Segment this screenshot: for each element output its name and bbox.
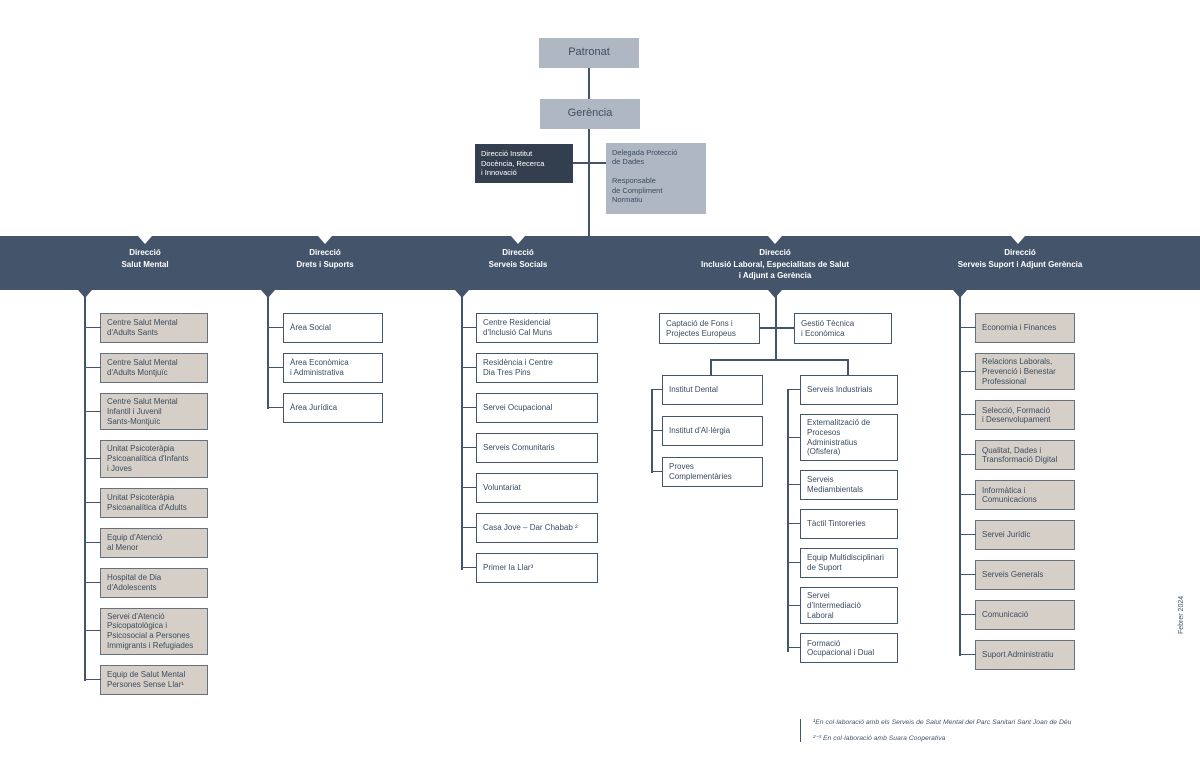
org-box: Servei Ocupacional (462, 393, 598, 423)
direction-label-salut-mental: Direcció Salut Mental (121, 248, 169, 269)
org-box-captacio-fons: Captació de Fons i Projectes Europeus (659, 313, 760, 344)
column-spine (267, 290, 269, 409)
gerencia-box: Gerència (540, 99, 640, 129)
column-spine (461, 290, 463, 570)
footnote-1: ¹En col·laboració amb els Serveis de Sal… (813, 719, 1072, 726)
org-box: Àrea Jurídica (268, 393, 383, 423)
org-box: Suport Administratiu (960, 640, 1075, 671)
org-box: Serveis Comunitaris (462, 433, 598, 463)
column-spine (651, 389, 653, 473)
direction-label-drets-suports: Direcció Drets i Suports (296, 248, 354, 269)
column-spine (959, 290, 961, 656)
org-box: Servei Jurídic (960, 520, 1075, 551)
connector-line (847, 359, 849, 375)
org-box: Qualitat, Dades i Transformació Digital (960, 440, 1075, 471)
notch-triangle-icon (1011, 236, 1025, 244)
column-inclusio-laboral-right: Serveis Industrials Externalització de P… (788, 375, 898, 664)
org-box: Centre Residencial d'Inclusió Cal Muns (462, 313, 598, 343)
org-box: Institut Dental (652, 375, 763, 405)
org-box: Hospital de Dia d'Adolescents (85, 567, 208, 598)
org-box: Unitat Psicoteràpia Psicoanalítica d'Inf… (85, 440, 208, 478)
org-box: Equip d'Atenció al Menor (85, 527, 208, 558)
org-box: Residència i Centre Dia Tres Pins (462, 353, 598, 383)
direction-label-inclusio-laboral: Direcció Inclusió Laboral, Especialitats… (700, 248, 850, 280)
org-box: Àrea Social (268, 313, 383, 343)
connector-line (573, 162, 606, 164)
directions-band (0, 236, 1200, 290)
column-serveis-socials: Centre Residencial d'Inclusió Cal Muns R… (462, 313, 598, 583)
org-box: Formació Ocupacional i Dual (788, 633, 898, 664)
column-inclusio-laboral-left: Institut Dental Institut d'Al·lèrgia Pro… (652, 375, 763, 487)
connector-line (710, 359, 712, 375)
column-spine (787, 389, 789, 652)
column-drets-suports: Àrea Social Àrea Econòmica i Administrat… (268, 313, 383, 423)
org-box: Centre Salut Mental d'Adults Sants (85, 313, 208, 343)
column-spine (84, 290, 86, 681)
org-box-gestio-tecnica: Gestió Tècnica i Econòmica (794, 313, 892, 344)
direction-label-serveis-suport: Direcció Serveis Suport i Adjunt Gerènci… (957, 248, 1083, 269)
org-box: Externalització de Procesos Administrati… (788, 414, 898, 461)
org-box: Serveis Mediambientals (788, 470, 898, 500)
connector-line (710, 359, 848, 361)
org-box: Unitat Psicoteràpia Psicoanalítica d'Adu… (85, 487, 208, 518)
delegada-proteccio-box: Delegada Protecció de Dades Responsable … (606, 143, 706, 214)
connector-line (588, 129, 590, 236)
notch-triangle-icon (511, 236, 525, 244)
direction-label-serveis-socials: Direcció Serveis Socials (488, 248, 548, 269)
org-box: Proves Complementàries (652, 457, 763, 487)
org-box: Serveis Industrials (788, 375, 898, 405)
column-salut-mental: Centre Salut Mental d'Adults Sants Centr… (85, 313, 208, 695)
date-label: Febrer 2024 (1178, 595, 1185, 634)
org-box: Comunicació (960, 600, 1075, 631)
org-box: Servei d'Intermediació Laboral (788, 587, 898, 625)
connector-line (588, 68, 590, 99)
footnote-2: ²⁻³ En col·laboració amb Suara Cooperati… (813, 735, 946, 742)
org-box: Equip de Salut Mental Persones Sense Lla… (85, 664, 208, 695)
notch-triangle-icon (138, 236, 152, 244)
org-box: Relacions Laborals, Prevenció i Benestar… (960, 353, 1075, 391)
footnotes-block: ¹En col·laboració amb els Serveis de Sal… (800, 719, 1071, 742)
org-box: Centre Salut Mental Infantil i Juvenil S… (85, 393, 208, 431)
column-serveis-suport: Economia i Finances Relacions Laborals, … (960, 313, 1075, 671)
org-box: Centre Salut Mental d'Adults Montjuïc (85, 353, 208, 383)
notch-triangle-icon (768, 236, 782, 244)
org-box: Casa Jove – Dar Chabab ² (462, 513, 598, 543)
org-box: Àrea Econòmica i Administrativa (268, 353, 383, 383)
org-box: Servei d'Atenció Psicopatològica i Psico… (85, 607, 208, 655)
org-box: Voluntariat (462, 473, 598, 503)
org-box: Equip Multidisciplinari de Suport (788, 548, 898, 578)
column-spine (775, 290, 777, 360)
org-box: Informàtica i Comunicacions (960, 480, 1075, 511)
org-box: Institut d'Al·lèrgia (652, 416, 763, 446)
org-box: Primer la Llar³ (462, 553, 598, 583)
org-box: Tàctil Tintoreries (788, 509, 898, 539)
org-box: Serveis Generals (960, 560, 1075, 591)
notch-triangle-icon (318, 236, 332, 244)
org-box: Selecció, Formació i Desenvolupament (960, 400, 1075, 431)
patronat-box: Patronat (539, 38, 639, 68)
connector-line (760, 327, 794, 329)
institut-docencia-box: Direcció Institut Docència, Recerca i In… (475, 144, 573, 183)
org-box: Economia i Finances (960, 313, 1075, 343)
